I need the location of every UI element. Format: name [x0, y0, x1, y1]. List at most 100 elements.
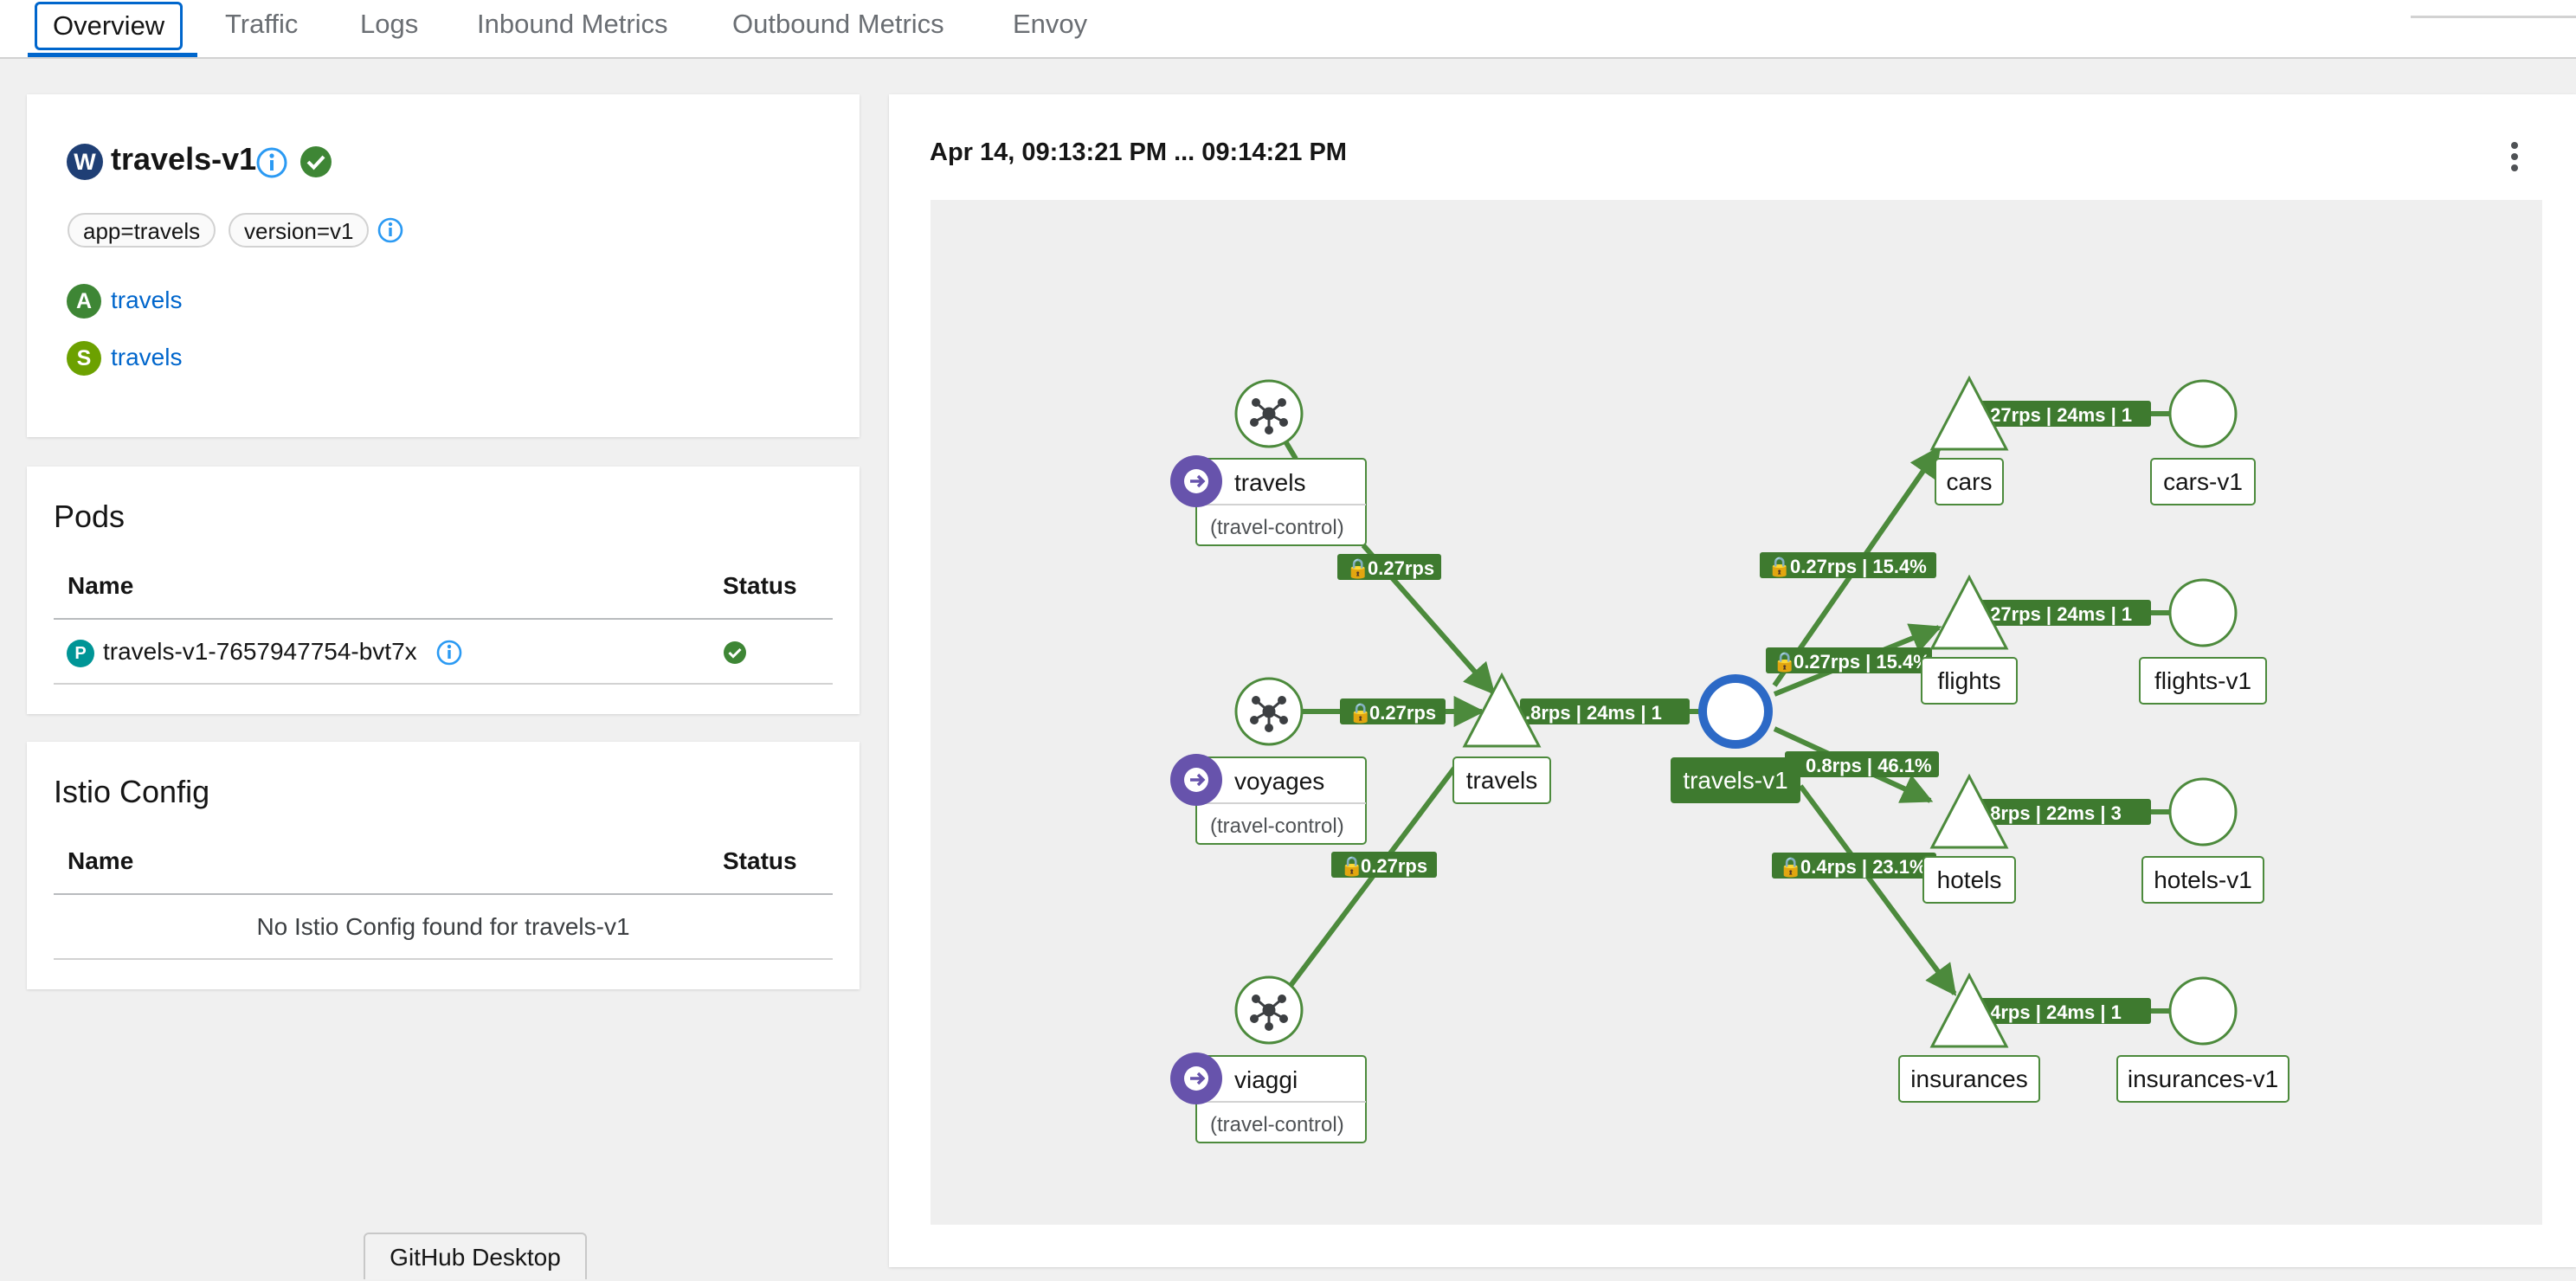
lock-icon: 🔒 [1779, 856, 1802, 878]
tab-traffic[interactable]: Traffic [225, 9, 299, 39]
tab-inbound-metrics[interactable]: Inbound Metrics [477, 9, 668, 39]
tab-logs[interactable]: Logs [360, 9, 419, 39]
node-label-box [2139, 657, 2267, 705]
gateway-name: travels [1234, 469, 1305, 496]
app-link[interactable]: travels [111, 286, 183, 313]
gateway-label-viaggi[interactable]: viaggi (travel-control) [1195, 1055, 1367, 1143]
gateway-label-voyages[interactable]: voyages (travel-control) [1195, 756, 1367, 845]
edge-label-cars: 0.27rps | 15.4% [1790, 556, 1927, 577]
workload-title: travels-v1 [111, 141, 257, 177]
node-label-box [1898, 1055, 2040, 1103]
edge-label-bg [1337, 554, 1441, 580]
edge-label-bg [1340, 698, 1446, 724]
node-label-box-selected [1671, 757, 1800, 803]
edge-label-main: .8rps | 24ms | 1 [1525, 702, 1662, 724]
edge-label-cars-v1: .27rps | 24ms | 1 [1985, 404, 2132, 426]
node-label-travels: travels [1466, 767, 1537, 794]
pods-row-divider [54, 683, 833, 685]
edge-label-bg [1978, 401, 2151, 427]
node-label-cars-v1: cars-v1 [2163, 468, 2243, 495]
workload-node-flights-v1[interactable] [2168, 578, 2238, 647]
istio-header-divider [54, 893, 833, 895]
kebab-menu-icon[interactable] [2508, 139, 2521, 174]
edge-label-bg [1978, 600, 2151, 626]
gateway-name: viaggi [1234, 1066, 1298, 1093]
node-label-hotels-v1: hotels-v1 [2154, 866, 2252, 893]
service-node-insurances[interactable] [1929, 972, 2009, 1048]
lock-icon: 🔒 [1346, 557, 1369, 579]
edge-label-hotels: 0.8rps | 46.1% [1806, 755, 1932, 776]
tab-bar: Overview Traffic Logs Inbound Metrics Ou… [0, 0, 2576, 59]
gateway-arrow-icon [1170, 1052, 1222, 1104]
tab-envoy[interactable]: Envoy [1013, 9, 1088, 39]
istio-config-card: Istio Config Name Status No Istio Config… [27, 742, 860, 989]
toolbar-divider [2411, 16, 2576, 18]
edge-label-insurances: 0.4rps | 23.1% [1800, 856, 1927, 878]
edge-label-bg [1766, 647, 1932, 673]
workload-card: W travels-v1 app=travels version=v1 A tr… [27, 94, 860, 437]
gateway-label-travels[interactable]: travels (travel-control) [1195, 458, 1367, 546]
app-badge: A [67, 284, 101, 319]
gateway-name: voyages [1234, 768, 1324, 795]
pods-card: Pods Name Status P travels-v1-7657947754… [27, 467, 860, 714]
labels-info-icon[interactable] [377, 216, 404, 244]
pod-badge: P [67, 640, 94, 667]
service-link[interactable]: travels [111, 344, 183, 370]
istio-row-divider [54, 958, 833, 960]
tab-outbound-metrics[interactable]: Outbound Metrics [732, 9, 944, 39]
edge-label-travels: 0.27rps [1368, 557, 1434, 579]
workload-badge: W [67, 144, 103, 180]
node-label-box [2116, 1055, 2289, 1103]
node-label-insurances: insurances [1910, 1065, 2027, 1092]
gateway-arrow-icon [1170, 455, 1222, 507]
gateway-namespace: (travel-control) [1210, 1113, 1344, 1136]
istio-col-status: Status [723, 847, 797, 874]
lock-icon: 🔒 [1349, 702, 1372, 724]
node-label-flights-v1: flights-v1 [2154, 667, 2251, 694]
node-label-box [1452, 756, 1551, 804]
edge-label-bg [1760, 552, 1936, 578]
edge-label-insurances-v1: .4rps | 24ms | 1 [1985, 1001, 2122, 1023]
node-label-box [2150, 458, 2256, 505]
gateway-arrow-icon [1170, 754, 1222, 806]
edge-label-voyages: 0.27rps [1369, 702, 1436, 724]
lock-icon: 🔒 [1768, 556, 1791, 577]
service-node-travels[interactable] [1462, 672, 1542, 748]
info-icon[interactable] [255, 146, 288, 179]
tab-overview[interactable]: Overview [35, 2, 184, 50]
pod-name: travels-v1-7657947754-bvt7x [103, 638, 417, 665]
pods-title: Pods [54, 499, 126, 534]
service-node-cars[interactable] [1929, 375, 2009, 451]
service-node-flights[interactable] [1929, 574, 2009, 650]
service-node-hotels[interactable] [1929, 773, 2009, 849]
gateway-node-viaggi[interactable] [1234, 975, 1304, 1045]
edge-label-flights: 0.27rps | 15.4% [1794, 651, 1930, 673]
node-label-insurances-v1: insurances-v1 [2128, 1065, 2278, 1092]
label-version: version=v1 [229, 213, 370, 248]
node-label-box [1921, 657, 2018, 705]
pod-info-icon[interactable] [435, 639, 463, 666]
istio-empty-message: No Istio Config found for travels-v1 [256, 913, 630, 940]
pods-col-status: Status [723, 572, 797, 599]
workload-node-insurances-v1[interactable] [2168, 976, 2238, 1046]
health-check-icon [300, 146, 332, 177]
node-label-box [1935, 458, 2004, 505]
edge-label-bg [1520, 698, 1690, 724]
github-desktop-taskbar-button[interactable]: GitHub Desktop [364, 1233, 587, 1279]
istio-config-title: Istio Config [54, 774, 210, 809]
edge-label-bg [1978, 799, 2151, 825]
node-label-flights: flights [1937, 667, 2000, 694]
workload-node-hotels-v1[interactable] [2168, 777, 2238, 846]
gateway-node-voyages[interactable] [1234, 677, 1304, 746]
node-label-travels-v1: travels-v1 [1683, 767, 1787, 794]
gateway-node-travels[interactable] [1234, 379, 1304, 448]
edge-label-bg [1978, 998, 2151, 1024]
edge-label-viaggi: 0.27rps [1361, 855, 1427, 877]
workload-node-cars-v1[interactable] [2168, 379, 2238, 448]
edge-to-insurances[interactable] [1798, 784, 1957, 996]
workload-node-travels-v1-selected[interactable] [1698, 674, 1773, 749]
node-label-cars: cars [1947, 468, 1993, 495]
gateway-namespace: (travel-control) [1210, 516, 1344, 539]
edge-label-bg [1331, 852, 1437, 878]
